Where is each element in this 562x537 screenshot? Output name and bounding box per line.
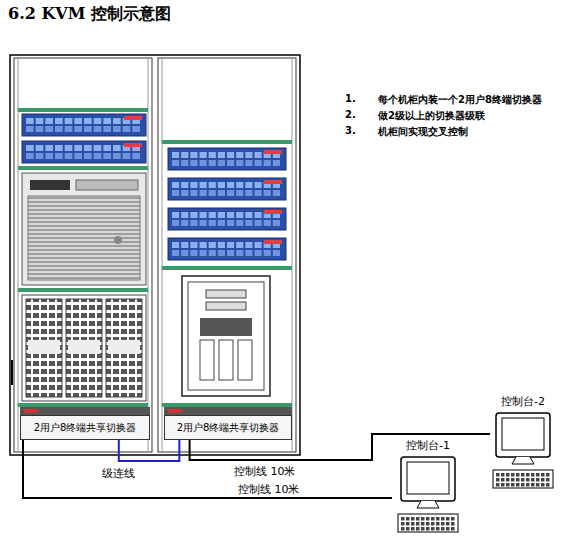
console-picture <box>492 412 554 492</box>
rack-shelf <box>18 108 292 407</box>
title: 6.2 KVM 控制示意图 <box>8 4 171 25</box>
rack-frame <box>10 55 300 455</box>
cable-label: 控制线 10米 <box>236 482 302 497</box>
console-picture <box>397 456 459 536</box>
console: 控制台-1 <box>392 438 464 536</box>
cable-label: 控制线 10米 <box>232 464 298 479</box>
note-text: 1. <box>345 93 356 104</box>
switch-label: 2用户8终端共享切换器 <box>177 421 280 435</box>
cable-label: 级连线 <box>100 466 137 481</box>
switch-label: 2用户8终端共享切换器 <box>34 421 137 435</box>
console: 控制台-2 <box>490 394 556 492</box>
control-cable <box>23 440 392 498</box>
note-text: 3. <box>345 125 356 136</box>
cascade-cable <box>119 440 180 461</box>
console-label: 控制台-2 <box>501 394 545 409</box>
note-text: 机柜间实现交叉控制 <box>378 125 468 139</box>
rack-left <box>14 58 152 452</box>
kvm-switch: 2用户8终端共享切换器 <box>164 415 292 440</box>
console-label: 控制台-1 <box>406 438 450 453</box>
rack-right <box>158 58 296 452</box>
storage-unit <box>22 173 146 285</box>
note-text: 2. <box>345 109 356 120</box>
blade-chassis <box>22 295 146 401</box>
switch-front <box>20 407 292 415</box>
kvm-switch: 2用户8终端共享切换器 <box>20 415 150 440</box>
note-text: 做2级以上的切换器级联 <box>378 109 485 123</box>
note-text: 每个机柜内装一个2用户8终端切换器 <box>378 93 542 107</box>
tower-server <box>182 276 270 396</box>
